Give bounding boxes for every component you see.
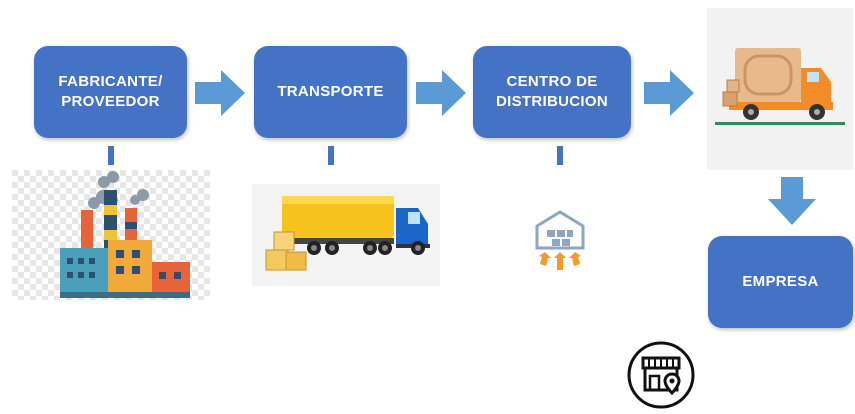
warehouse-icon xyxy=(535,210,585,270)
connector-transporte xyxy=(328,146,334,165)
box-empresa: EMPRESA xyxy=(708,236,853,328)
store-location-icon xyxy=(627,341,695,409)
connector-centro xyxy=(557,146,563,165)
box-fabricante: FABRICANTE/ PROVEEDOR xyxy=(34,46,187,138)
arrow-down xyxy=(768,177,816,225)
truck-icon xyxy=(252,184,440,286)
box-transporte: TRANSPORTE xyxy=(254,46,407,138)
arrow-right-3 xyxy=(644,70,694,116)
arrow-right-1 xyxy=(195,70,245,116)
factory-icon xyxy=(12,170,210,300)
delivery-truck-icon xyxy=(707,8,853,170)
connector-fabricante xyxy=(108,146,114,165)
box-centro-distribucion: CENTRO DE DISTRIBUCION xyxy=(473,46,631,138)
arrow-right-2 xyxy=(416,70,466,116)
